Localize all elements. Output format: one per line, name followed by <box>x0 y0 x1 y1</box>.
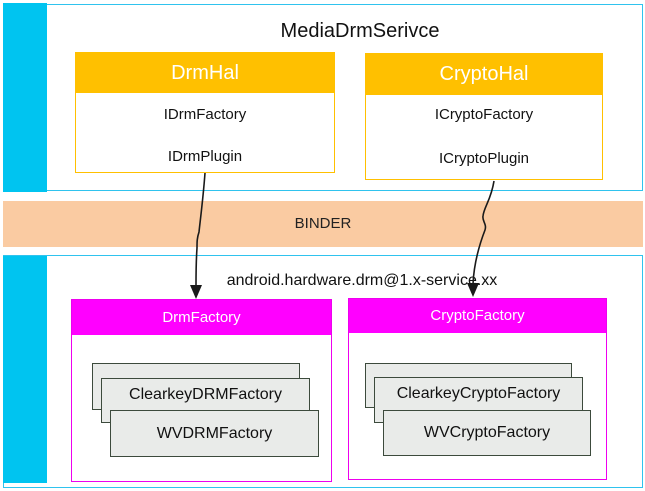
icryptofactory-label: ICryptoFactory <box>434 106 534 123</box>
drm-hal-box: DrmHal IDrmFactory IDrmPlugin <box>75 52 335 173</box>
binder-band: BINDER <box>3 201 643 247</box>
crypto-factory-header: CryptoFactory <box>349 299 606 333</box>
wv-crypto-factory-card: WVCryptoFactory <box>383 410 591 456</box>
icryptoplugin-label: ICryptoPlugin <box>438 150 530 167</box>
drm-hal-header: DrmHal <box>76 53 334 93</box>
media-drm-service-title: MediaDrmSerivce <box>280 20 440 42</box>
drm-factory-header: DrmFactory <box>72 300 331 335</box>
crypto-hal-header: CryptoHal <box>366 54 602 95</box>
top-left-accent-bar <box>3 3 47 192</box>
bottom-left-accent-bar <box>3 256 47 483</box>
wv-drm-factory-card: WVDRMFactory <box>110 410 319 457</box>
hal-service-title: android.hardware.drm@1.x-service.xx <box>226 272 498 289</box>
idrmplugin-label: IDrmPlugin <box>167 148 243 165</box>
idrmfactory-label: IDrmFactory <box>163 106 247 123</box>
crypto-hal-box: CryptoHal ICryptoFactory ICryptoPlugin <box>365 53 603 180</box>
